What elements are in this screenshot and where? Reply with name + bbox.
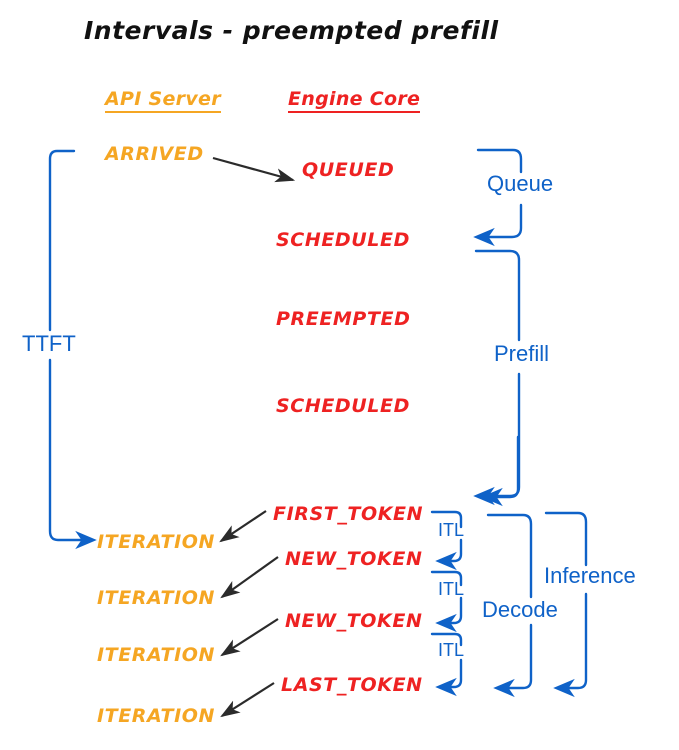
event-last-token: LAST_TOKEN xyxy=(281,674,423,696)
event-queued: QUEUED xyxy=(302,159,395,181)
inference-bracket xyxy=(544,511,588,698)
event-new-token-2: NEW_TOKEN xyxy=(285,610,423,632)
event-preempted: PREEMPTED xyxy=(276,308,411,330)
decode-bracket xyxy=(486,513,533,698)
event-scheduled-2: SCHEDULED xyxy=(276,395,410,417)
itl-bracket-2 xyxy=(430,570,463,633)
annotation-itl-2: ITL xyxy=(438,579,465,599)
ttft-bracket xyxy=(48,149,97,550)
column-header-api-server: API Server xyxy=(105,90,221,113)
annotation-decode: Decode xyxy=(482,597,558,622)
annotation-itl-1: ITL xyxy=(438,520,465,540)
itl-bracket-3 xyxy=(430,632,463,697)
page-title: Intervals - preempted prefill xyxy=(84,16,499,45)
annotation-ttft: TTFT xyxy=(22,331,76,356)
event-iteration-1: ITERATION xyxy=(97,531,216,553)
queue-bracket xyxy=(473,148,523,247)
inference-top-connector xyxy=(481,435,520,507)
column-header-engine-core: Engine Core xyxy=(288,90,421,113)
flow-arrow-new-token-to-iteration-1 xyxy=(220,556,279,599)
event-arrived: ARRIVED xyxy=(105,143,204,165)
prefill-bracket xyxy=(473,249,521,506)
flow-arrow-last-token-to-iteration xyxy=(220,682,275,718)
event-scheduled-1: SCHEDULED xyxy=(276,229,410,251)
event-first-token: FIRST_TOKEN xyxy=(273,503,424,525)
flow-arrow-arrived-to-queued xyxy=(212,156,296,183)
event-iteration-4: ITERATION xyxy=(97,705,216,727)
annotation-itl-3: ITL xyxy=(438,640,465,660)
event-iteration-3: ITERATION xyxy=(97,644,216,666)
flow-arrow-new-token-to-iteration-2 xyxy=(220,618,279,657)
event-iteration-2: ITERATION xyxy=(97,587,216,609)
annotation-inference: Inference xyxy=(544,563,636,588)
flow-arrow-first-token-to-iteration xyxy=(219,510,267,543)
annotation-prefill: Prefill xyxy=(494,341,550,366)
annotation-queue: Queue xyxy=(487,171,554,196)
itl-bracket-1 xyxy=(430,510,463,571)
event-new-token-1: NEW_TOKEN xyxy=(285,548,423,570)
